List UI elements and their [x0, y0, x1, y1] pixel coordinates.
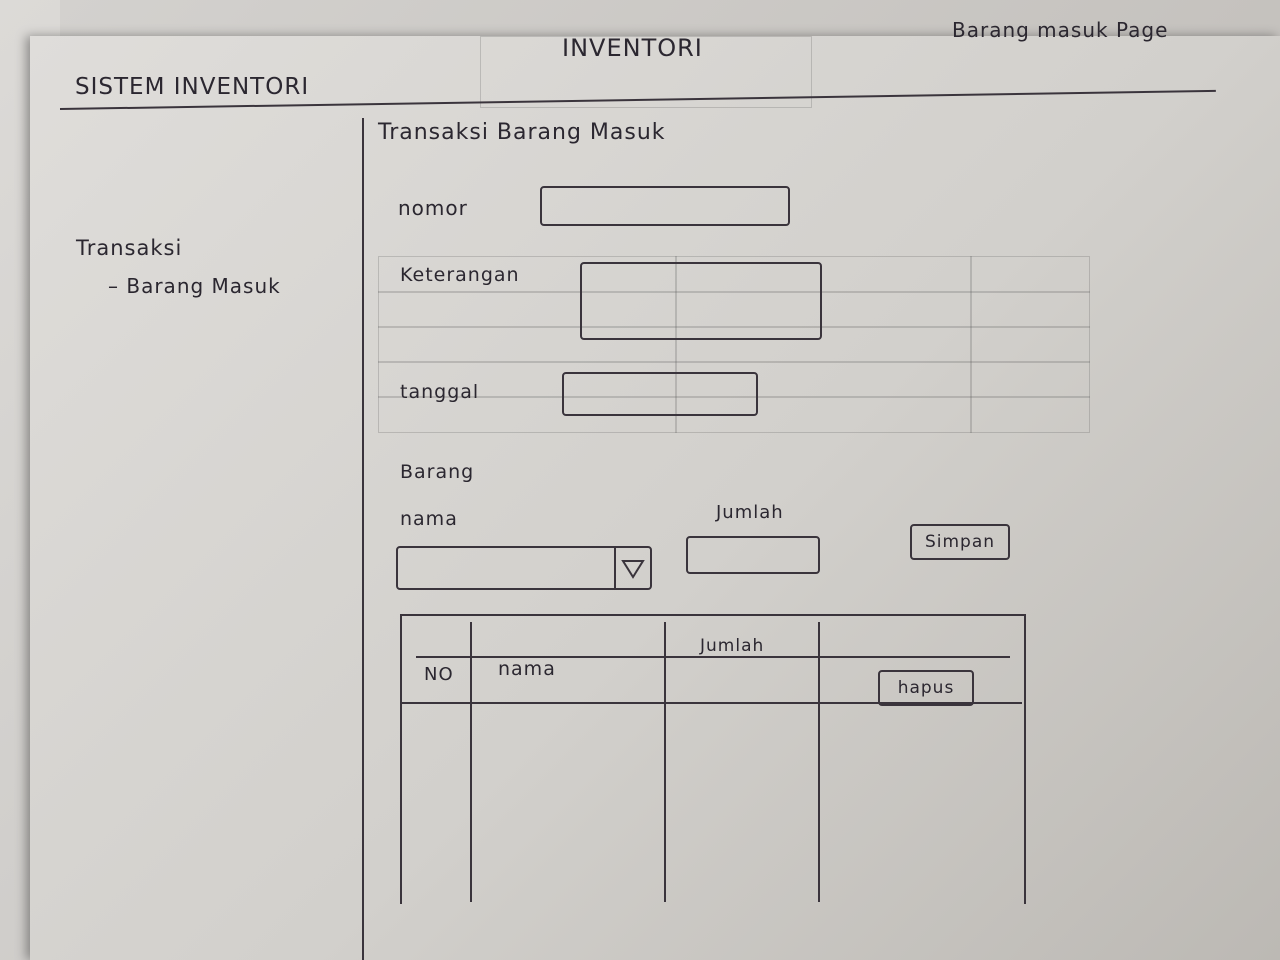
sidebar-section-transaksi: Transaksi — [76, 236, 183, 260]
table-header-rule — [402, 702, 1022, 704]
tanggal-input[interactable] — [562, 372, 758, 416]
app-title: SISTEM INVENTORI — [75, 74, 310, 100]
nomor-label: nomor — [398, 196, 468, 220]
column-divider — [818, 622, 820, 902]
keterangan-label: Keterangan — [400, 264, 520, 286]
table-header-rule-top — [416, 656, 1010, 658]
select-divider — [614, 548, 616, 588]
jumlah-label: Jumlah — [716, 502, 784, 523]
ghost-rule — [378, 396, 1090, 398]
barang-section-label: Barang — [400, 461, 475, 483]
keterangan-input[interactable] — [580, 262, 822, 340]
jumlah-input[interactable] — [686, 536, 820, 574]
sidebar-item-barang-masuk[interactable]: – Barang Masuk — [108, 274, 281, 298]
column-divider — [664, 622, 666, 902]
ghost-table — [378, 256, 1090, 433]
chevron-down-icon[interactable] — [620, 558, 646, 580]
ghost-rule — [378, 361, 1090, 363]
ghost-rule — [970, 256, 972, 433]
column-header-nama: nama — [498, 658, 556, 680]
page-title: INVENTORI — [562, 34, 703, 62]
column-header-jumlah: Jumlah — [700, 636, 765, 656]
wireframe-sheet: SISTEM INVENTORI INVENTORI Barang masuk … — [30, 18, 1280, 960]
hapus-button[interactable]: hapus — [878, 670, 974, 706]
ghost-rule — [378, 326, 1090, 328]
items-table: NO nama Jumlah hapus — [400, 614, 1026, 904]
column-divider — [470, 622, 472, 902]
simpan-button[interactable]: Simpan — [910, 524, 1010, 560]
nomor-input[interactable] — [540, 186, 790, 226]
page-note: Barang masuk Page — [952, 18, 1169, 42]
nama-select[interactable] — [396, 546, 652, 590]
main-title: Transaksi Barang Masuk — [378, 120, 666, 145]
ghost-rule — [378, 291, 1090, 293]
sidebar-divider — [362, 118, 364, 960]
column-header-no: NO — [424, 664, 454, 685]
ghost-box — [480, 36, 812, 108]
nama-label: nama — [400, 508, 458, 530]
tanggal-label: tanggal — [400, 381, 480, 403]
ghost-rule — [675, 256, 677, 433]
